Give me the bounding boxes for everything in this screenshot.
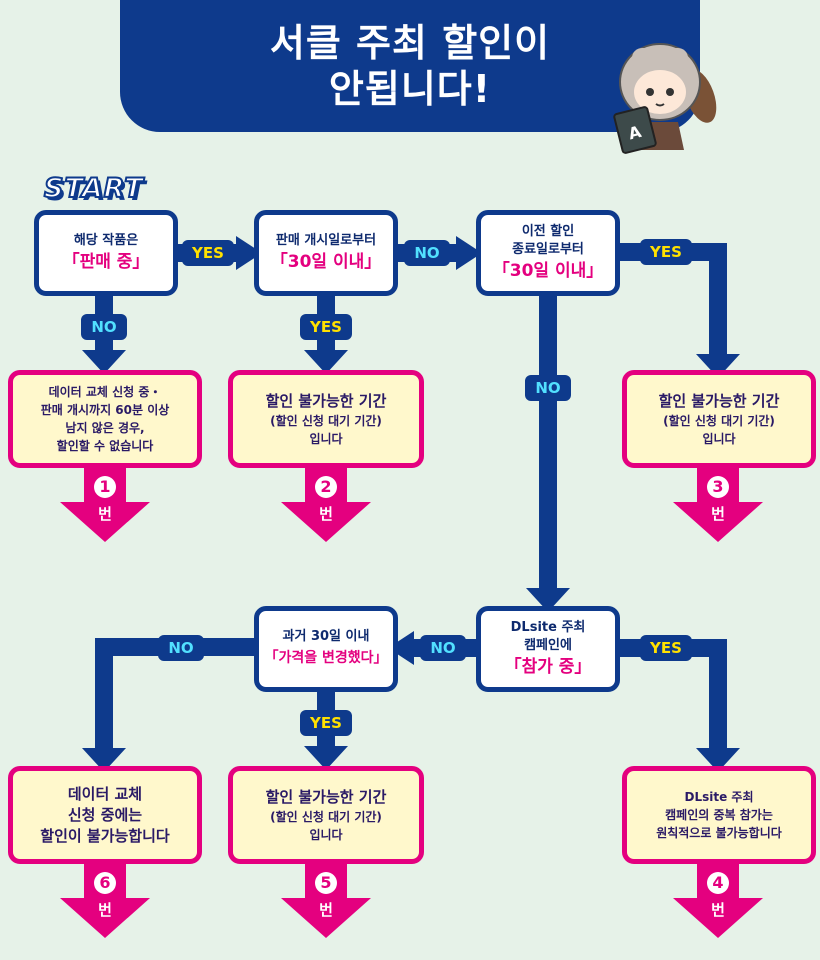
label-q4-no: NO	[420, 635, 466, 661]
result-6-line-2: 신청 중에는	[67, 805, 143, 824]
start-label: START	[43, 172, 144, 205]
question-2-text: 판매 개시일로부터	[275, 233, 377, 248]
label-q3-no: NO	[525, 375, 571, 401]
arrowhead-r5	[304, 746, 348, 770]
connector-q4-r4	[620, 639, 727, 750]
result-5-note: (할인 신청 대기 기간)	[270, 809, 382, 824]
arrowhead-r4	[696, 748, 740, 772]
question-box-2: 판매 개시일로부터 「30일 이내」	[254, 210, 398, 296]
arrowhead-r1	[82, 350, 126, 374]
result-box-1: 데이터 교체 신청 중・ 판매 개시까지 60분 이상 남지 않은 경우, 할인…	[8, 370, 202, 468]
result-box-6: 데이터 교체 신청 중에는 할인이 불가능합니다	[8, 766, 202, 864]
end-suffix-4: 번	[711, 901, 725, 919]
label-q2-no: NO	[404, 240, 450, 266]
question-box-3: 이전 할인 종료일로부터 「30일 이내」	[476, 210, 620, 296]
end-suffix-3: 번	[711, 505, 725, 523]
result-2-note: (할인 신청 대기 기간)	[270, 413, 382, 428]
question-4-highlight: 「참가 중」	[504, 657, 592, 677]
question-2-highlight: 「30일 이내」	[270, 252, 382, 272]
arrowhead-r2	[304, 350, 348, 374]
question-3-text-1: 이전 할인	[521, 224, 575, 239]
question-4-text-1: DLsite 주최	[510, 620, 586, 635]
question-3-highlight: 「30일 이내」	[492, 261, 604, 281]
mascot-character-icon: A	[613, 43, 717, 154]
label-q1-no: NO	[81, 314, 127, 340]
end-number-6: 6	[94, 872, 116, 894]
label-q5-no: NO	[158, 635, 204, 661]
end-number-2: 2	[315, 476, 337, 498]
arrowhead-r3	[696, 354, 740, 378]
end-suffix-1: 번	[98, 505, 112, 523]
question-1-text: 해당 작품은	[73, 233, 139, 248]
arrowhead-q5	[388, 631, 414, 665]
question-3-text-2: 종료일로부터	[512, 242, 584, 257]
question-5-highlight: 「가격을 변경했다」	[264, 650, 388, 666]
end-arrow-3	[673, 468, 763, 542]
result-6-line-1: 데이터 교체	[67, 784, 143, 803]
end-suffix-5: 번	[319, 901, 333, 919]
result-5-tail: 입니다	[309, 827, 343, 842]
result-2-tail: 입니다	[309, 431, 343, 446]
title-banner: 서클 주최 할인이 안됩니다!	[120, 0, 700, 132]
label-q2-yes: YES	[300, 314, 352, 340]
title-line-2: 안됩니다!	[328, 67, 492, 111]
question-4-text-2: 캠페인에	[524, 638, 572, 653]
result-2-title: 할인 불가능한 기간	[265, 391, 387, 410]
arrowhead-q2	[236, 236, 262, 270]
end-suffix-6: 번	[98, 901, 112, 919]
end-arrow-1	[60, 468, 150, 542]
question-box-4: DLsite 주최 캠페인에 「참가 중」	[476, 606, 620, 692]
arrowhead-r6	[82, 748, 126, 772]
result-4-line-2: 캠페인의 중복 참가는	[665, 808, 773, 822]
result-6-line-3: 할인이 불가능합니다	[40, 826, 170, 845]
result-4-line-1: DLsite 주최	[684, 790, 754, 804]
end-number-1: 1	[94, 476, 116, 498]
result-box-5: 할인 불가능한 기간 (할인 신청 대기 기간) 입니다	[228, 766, 424, 864]
result-1-line-2: 판매 개시까지 60분 이상	[40, 403, 170, 417]
result-5-title: 할인 불가능한 기간	[265, 787, 387, 806]
end-arrow-6	[60, 864, 150, 938]
end-number-5: 5	[315, 872, 337, 894]
question-5-text: 과거 30일 이내	[282, 629, 370, 644]
result-box-2: 할인 불가능한 기간 (할인 신청 대기 기간) 입니다	[228, 370, 424, 468]
question-1-highlight: 「판매 중」	[62, 252, 150, 272]
end-number-3: 3	[707, 476, 729, 498]
result-3-tail: 입니다	[702, 431, 736, 446]
connector-q3-r3	[620, 243, 727, 356]
result-1-line-3: 남지 않은 경우,	[65, 421, 145, 435]
label-q3-yes: YES	[640, 239, 692, 265]
end-suffix-2: 번	[319, 505, 333, 523]
question-box-1: 해당 작품은 「판매 중」	[34, 210, 178, 296]
end-arrow-4	[673, 864, 763, 938]
end-number-4: 4	[707, 872, 729, 894]
label-q5-yes: YES	[300, 710, 352, 736]
connector-q5-r6	[95, 638, 256, 750]
end-arrow-2	[281, 468, 371, 542]
label-q4-yes: YES	[640, 635, 692, 661]
result-4-line-3: 원칙적으로 불가능합니다	[656, 826, 782, 840]
result-1-line-4: 할인할 수 없습니다	[56, 439, 154, 453]
result-1-line-1: 데이터 교체 신청 중・	[48, 385, 162, 399]
question-box-5: 과거 30일 이내 「가격을 변경했다」	[254, 606, 398, 692]
result-box-4: DLsite 주최 캠페인의 중복 참가는 원칙적으로 불가능합니다	[622, 766, 816, 864]
arrowhead-q3	[456, 236, 482, 270]
title-line-1: 서클 주최 할인이	[269, 21, 551, 65]
end-arrow-5	[281, 864, 371, 938]
mascot-book-letter: A	[627, 122, 644, 144]
result-3-note: (할인 신청 대기 기간)	[663, 413, 775, 428]
result-box-3: 할인 불가능한 기간 (할인 신청 대기 기간) 입니다	[622, 370, 816, 468]
arrowhead-q4	[526, 588, 570, 612]
result-3-title: 할인 불가능한 기간	[658, 391, 780, 410]
label-q1-yes: YES	[182, 240, 234, 266]
